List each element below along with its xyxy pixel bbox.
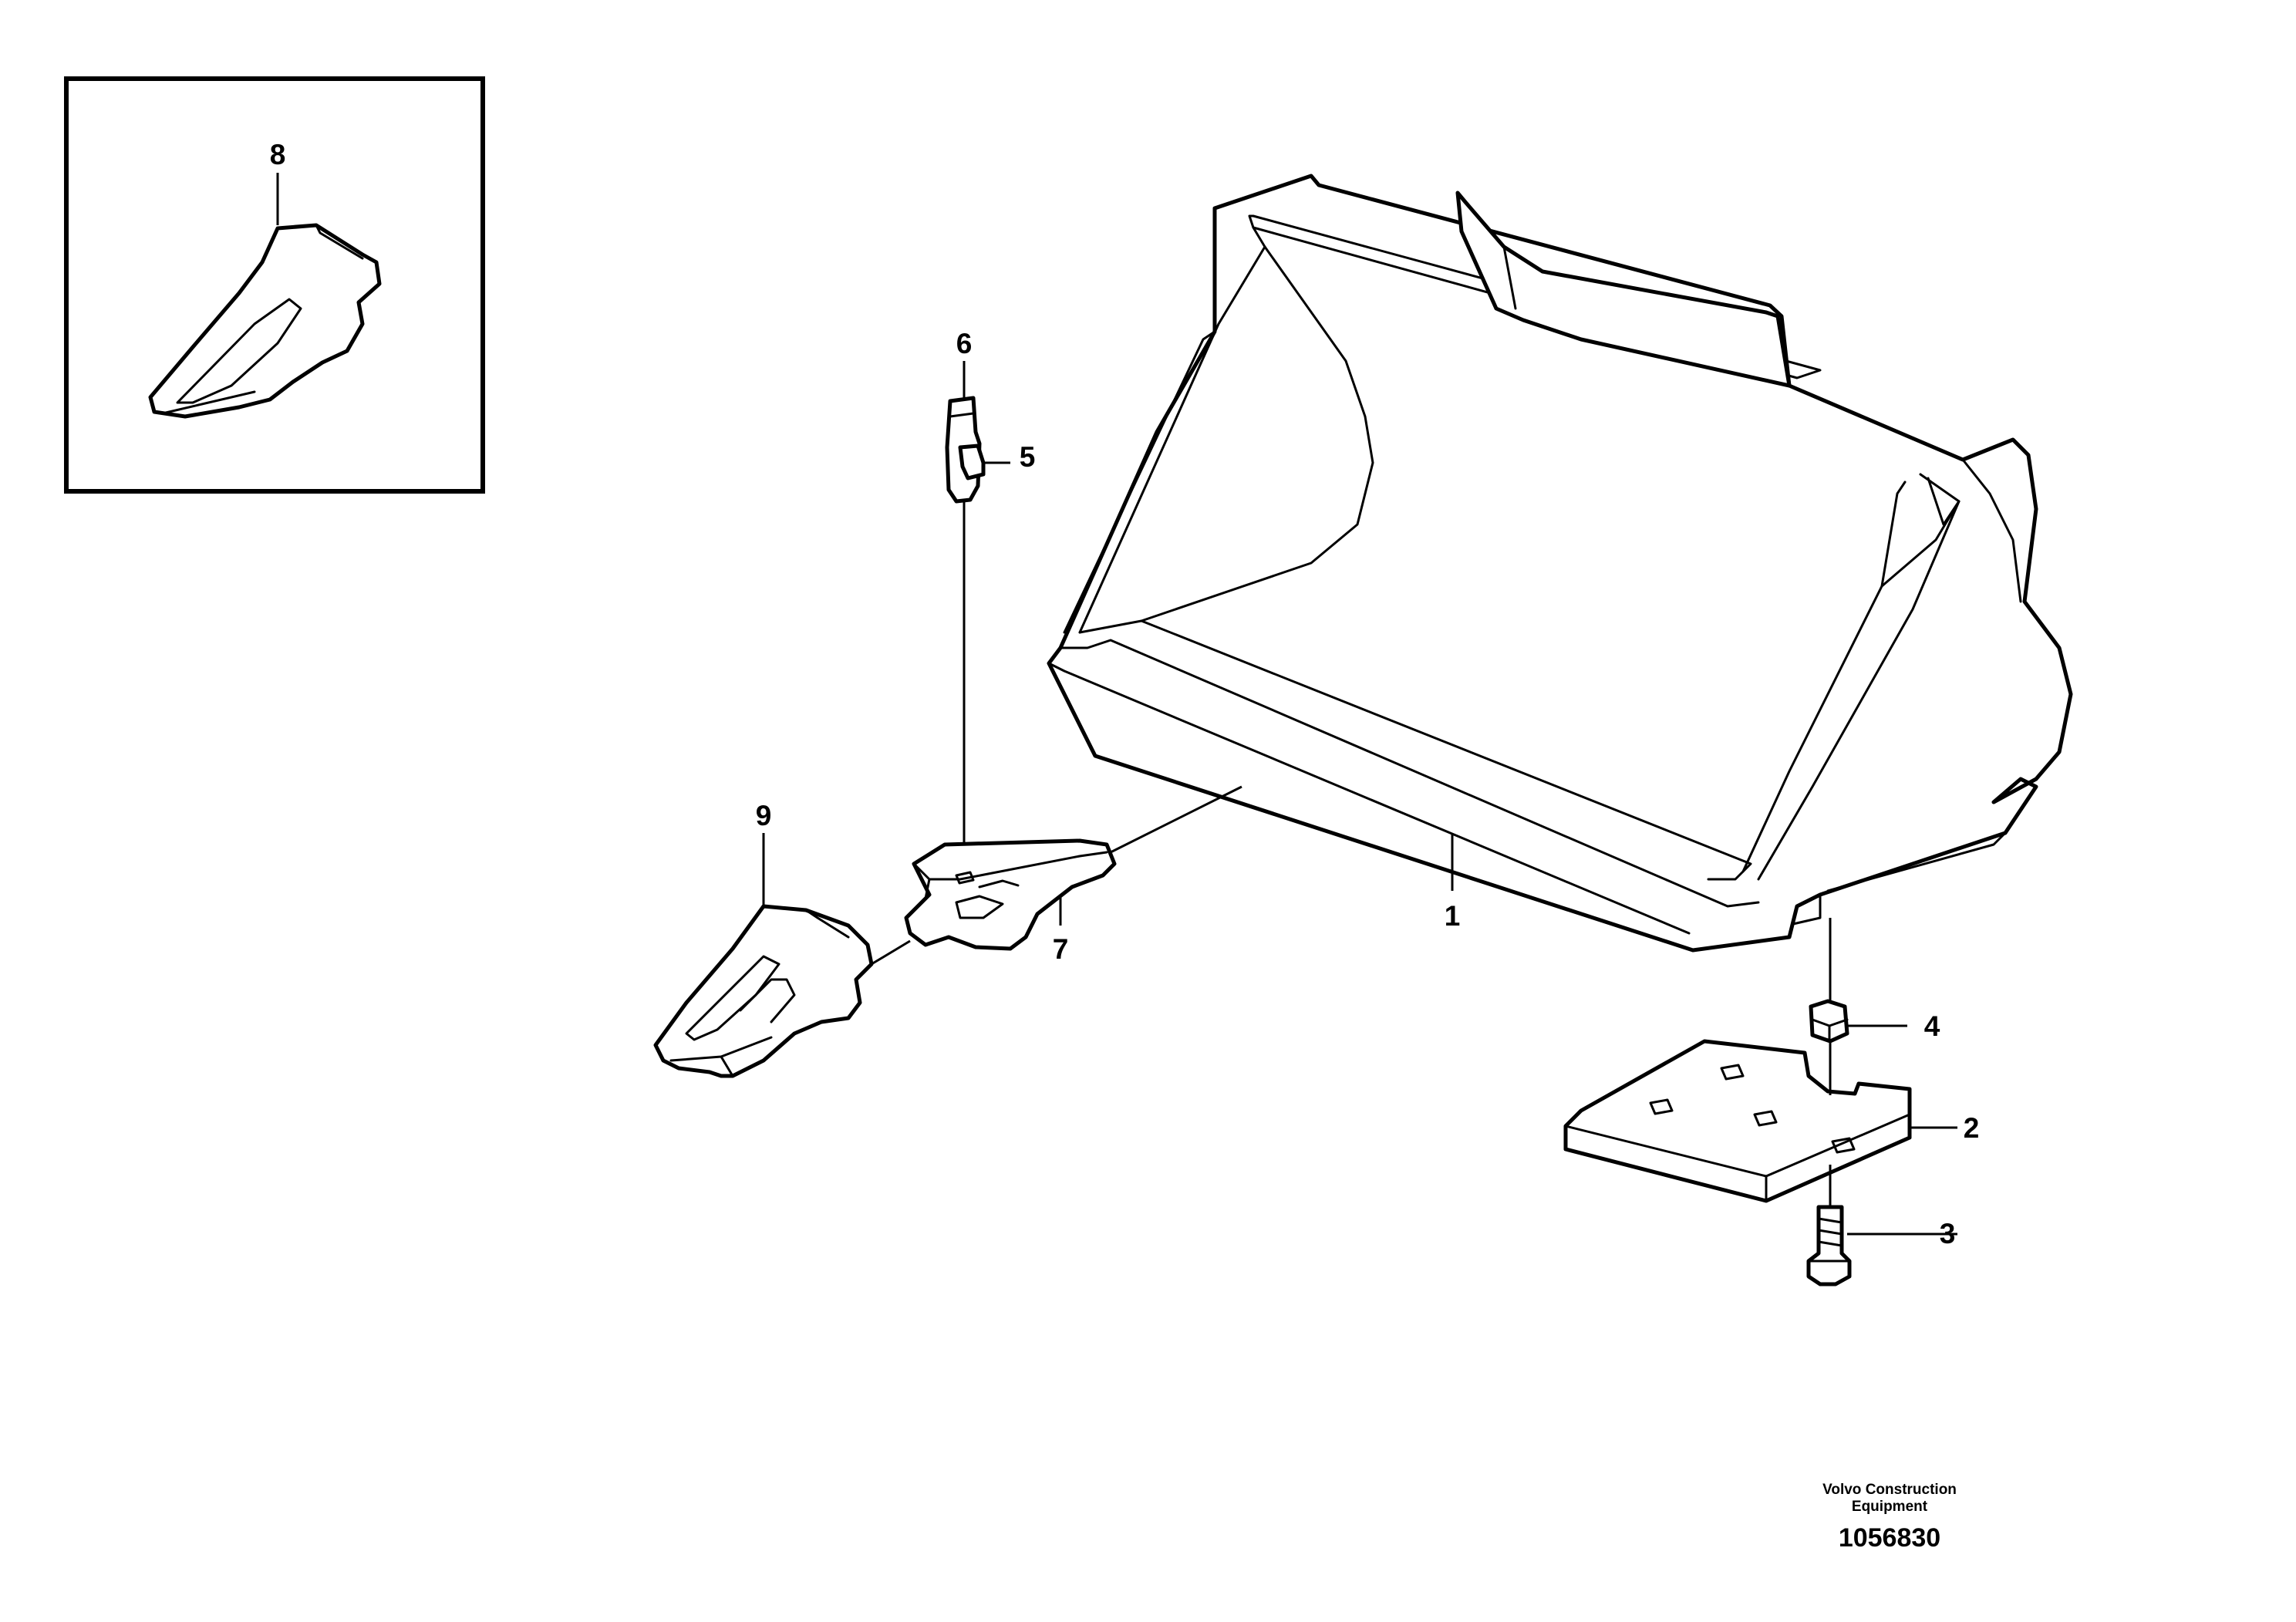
detail-inset-part-8 (64, 76, 485, 494)
callout-3: 3 (1940, 1218, 1956, 1249)
plate-hole (1720, 1064, 1745, 1081)
bucket-part-1 (1047, 174, 2073, 953)
nut-part-4 (1809, 999, 1849, 1044)
callout-7: 7 (1053, 933, 1069, 965)
maker-line-1: Volvo Construction (1822, 1482, 1957, 1498)
lock-pin-part-6 (945, 396, 986, 504)
bolt-part-3 (1806, 1205, 1852, 1286)
callout-1: 1 (1445, 900, 1461, 932)
leader-tooth-adapter (871, 939, 911, 966)
drawing-number: 1056830 (1839, 1523, 1940, 1553)
leader-adapter-bucket (1110, 785, 1242, 854)
plate-hole (1831, 1137, 1856, 1154)
callout-2: 2 (1964, 1112, 1980, 1144)
tooth-part-9 (653, 904, 874, 1078)
maker-line-2: Equipment (1852, 1499, 1928, 1515)
callout-5: 5 (1020, 441, 1036, 473)
lock-retainer-part-5 (958, 443, 986, 481)
plate-hole (1753, 1110, 1778, 1127)
wear-plate-part-2 (1563, 1039, 1912, 1203)
callout-8: 8 (270, 139, 286, 170)
callout-9: 9 (756, 800, 772, 831)
plate-hole (1649, 1098, 1674, 1115)
adapter-part-7 (904, 838, 1117, 951)
tooth-part-8 (148, 223, 382, 419)
callout-6: 6 (956, 328, 973, 359)
callout-4: 4 (1924, 1010, 1940, 1042)
